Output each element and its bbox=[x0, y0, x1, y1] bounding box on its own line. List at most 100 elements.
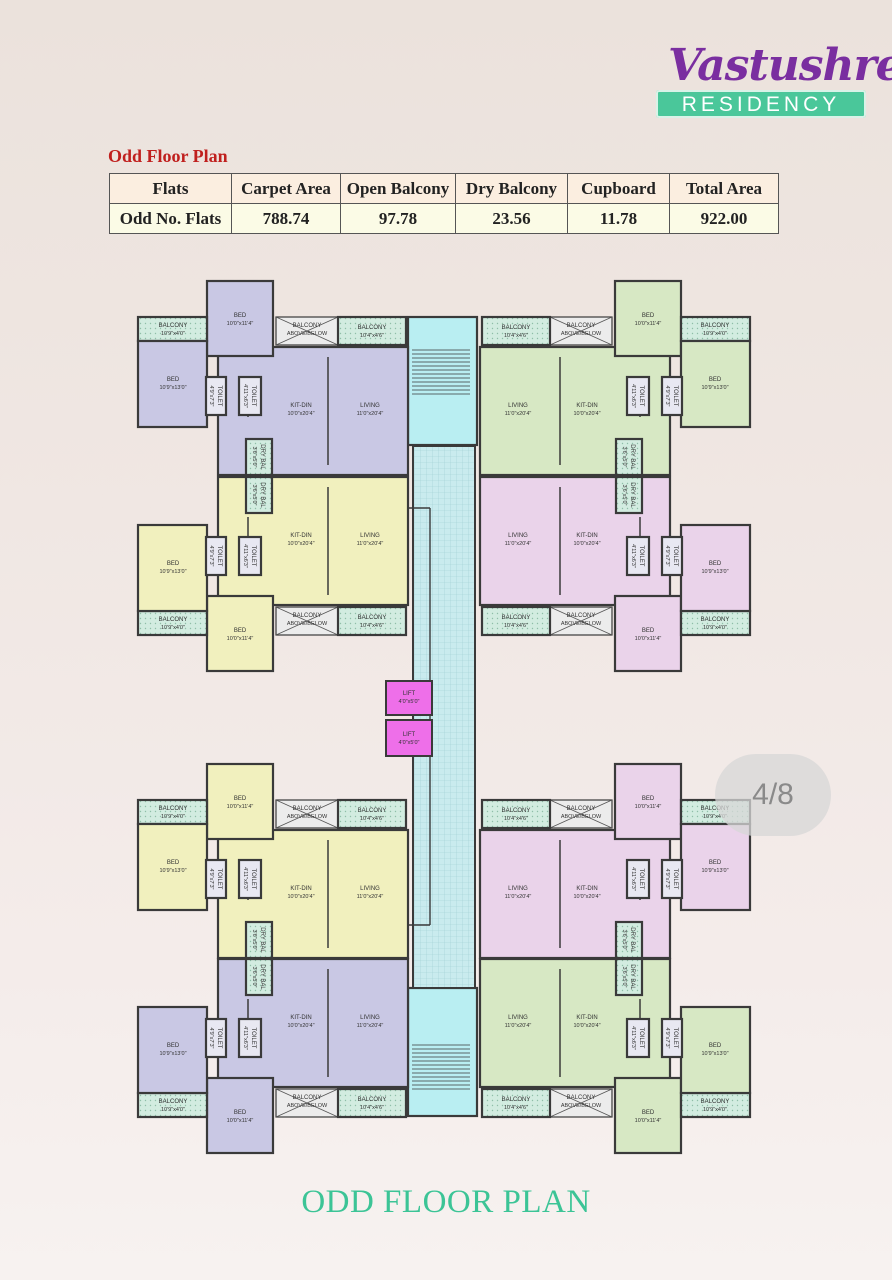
flat-top-left-2-toilet-b-label-dim: 4'11"x6'3" bbox=[242, 544, 248, 568]
flat-bottom-left-1-toilet-b bbox=[237, 858, 263, 900]
flat-top-right-2-balcony-ab-x2 bbox=[549, 606, 613, 636]
cell-cupboard: 11.78 bbox=[567, 203, 670, 234]
flat-top-left-1-toilet-a-label-name: TOILET bbox=[216, 386, 222, 407]
flat-bottom-right-2-living-name: LIVING bbox=[508, 1015, 528, 1021]
flat-top-right-2-bed-small-label-name: BED bbox=[642, 628, 655, 634]
flat-bottom-left-2-balcony-side-label-name: BALCONY bbox=[159, 1099, 188, 1105]
flat-top-left-2-bed-small bbox=[205, 594, 275, 673]
flat-bottom-left-2-bed-small-label-name: BED bbox=[234, 1110, 247, 1116]
flat-bottom-left-2-balcony-ab-label-name: BALCONY bbox=[293, 1095, 322, 1101]
table-row: Odd No. Flats 788.74 97.78 23.56 11.78 9… bbox=[109, 203, 779, 234]
stair-top bbox=[406, 315, 479, 447]
flat-top-right-2-living-dim: 11'0"x20'4" bbox=[505, 541, 532, 547]
flat-bottom-right-2-bed-large-label-name: BED bbox=[709, 1043, 722, 1049]
flat-bottom-left-1-living-name: LIVING bbox=[360, 886, 380, 892]
flat-bottom-left-2-balcony-ab-label-dim: ABOVE/BELOW bbox=[287, 1103, 328, 1109]
flat-bottom-right-1-bed-small-label-name: BED bbox=[642, 796, 655, 802]
flat-top-left-1-toilet-a bbox=[204, 375, 228, 417]
flat-top-left-1-balcony-side bbox=[136, 315, 209, 343]
flat-top-left-1-toilet-a-label-dim: 4'9"x7'3" bbox=[208, 386, 214, 407]
flat-bottom-right-2-bed-small-label-dim: 10'0"x11'4" bbox=[635, 1118, 662, 1124]
flat-bottom-left-1-kitdin-dim: 10'0"x20'4" bbox=[287, 894, 314, 900]
brand-logo: Vastushree RESIDENCY bbox=[650, 40, 892, 125]
flat-top-left-1-toilet-b-label-name: TOILET bbox=[250, 386, 256, 407]
flat-bottom-right-2-toilet-b-label-name: TOILET bbox=[638, 1028, 644, 1049]
flat-top-right-1-dry-bal-label-dim: 3'6"x5'0" bbox=[621, 447, 627, 468]
flat-top-right-2-balcony-front bbox=[480, 605, 552, 637]
flat-bottom-right-2-toilet-b-label-dim: 4'11"x6'3" bbox=[630, 1026, 636, 1050]
flat-bottom-left-2-balcony-side bbox=[136, 1091, 209, 1119]
flat-top-right-2-bed-large-label-dim: 10'9"x13'0" bbox=[701, 569, 728, 575]
flat-bottom-left-2: KIT-DIN10'0"x20'4"LIVING11'0"x20'4"BED10… bbox=[136, 957, 410, 1155]
flat-bottom-left-2-balcony-ab-label: BALCONY ABOVE/BELOW bbox=[287, 1095, 328, 1109]
flat-bottom-left-2-toilet-a-label-name: TOILET bbox=[216, 1028, 222, 1049]
flat-top-left-1-balcony-front bbox=[336, 315, 408, 347]
flat-top-right-2-kitdin-dim: 10'0"x20'4" bbox=[573, 541, 600, 547]
flat-top-right-2-dry-bal bbox=[614, 475, 644, 515]
lift-1-label-name: LIFT bbox=[403, 691, 416, 697]
flat-bottom-left-1-dry-bal bbox=[244, 920, 274, 960]
cell-open-balcony: 97.78 bbox=[340, 203, 456, 234]
flat-top-right-1-kitdin-dim: 10'0"x20'4" bbox=[573, 411, 600, 417]
flat-bottom-left-1-balcony-side-label-name: BALCONY bbox=[159, 806, 188, 812]
flat-bottom-left-2-balcony-ab-x2 bbox=[275, 1088, 339, 1118]
flat-top-right-1-balcony-front-label-name: BALCONY bbox=[502, 325, 531, 331]
flat-bottom-left-1-toilet-b-label-dim: 4'11"x6'3" bbox=[242, 867, 248, 891]
header-cupboard: Cupboard bbox=[567, 173, 670, 204]
flat-bottom-left-2-toilet-b-label-dim: 4'11"x6'3" bbox=[242, 1026, 248, 1050]
flat-top-right-1-toilet-a bbox=[660, 375, 684, 417]
flat-bottom-right-1-toilet-a-label-name: TOILET bbox=[672, 869, 678, 890]
flat-top-left-1-balcony-ab-x2 bbox=[275, 316, 339, 346]
flat-top-right-1-balcony-ab-label-dim: ABOVE/BELOW bbox=[561, 331, 602, 337]
flat-bottom-left-2-bed-large bbox=[136, 1005, 209, 1095]
flat-top-left-1-kitdin-name: KIT-DIN bbox=[290, 403, 311, 409]
flat-bottom-right-1-living-name: LIVING bbox=[508, 886, 528, 892]
flat-bottom-right-1-dry-bal-label-name: DRY BAL bbox=[629, 927, 635, 953]
flat-top-right-1-balcony-ab-x2 bbox=[549, 316, 613, 346]
flat-bottom-left-2-bed-large-label-name: BED bbox=[167, 1043, 180, 1049]
flat-bottom-left-1-balcony-side-label-dim: 10'9"x4'0" bbox=[161, 814, 185, 820]
flat-bottom-right-1-balcony-side-label-dim: 10'9"x4'0" bbox=[703, 814, 727, 820]
